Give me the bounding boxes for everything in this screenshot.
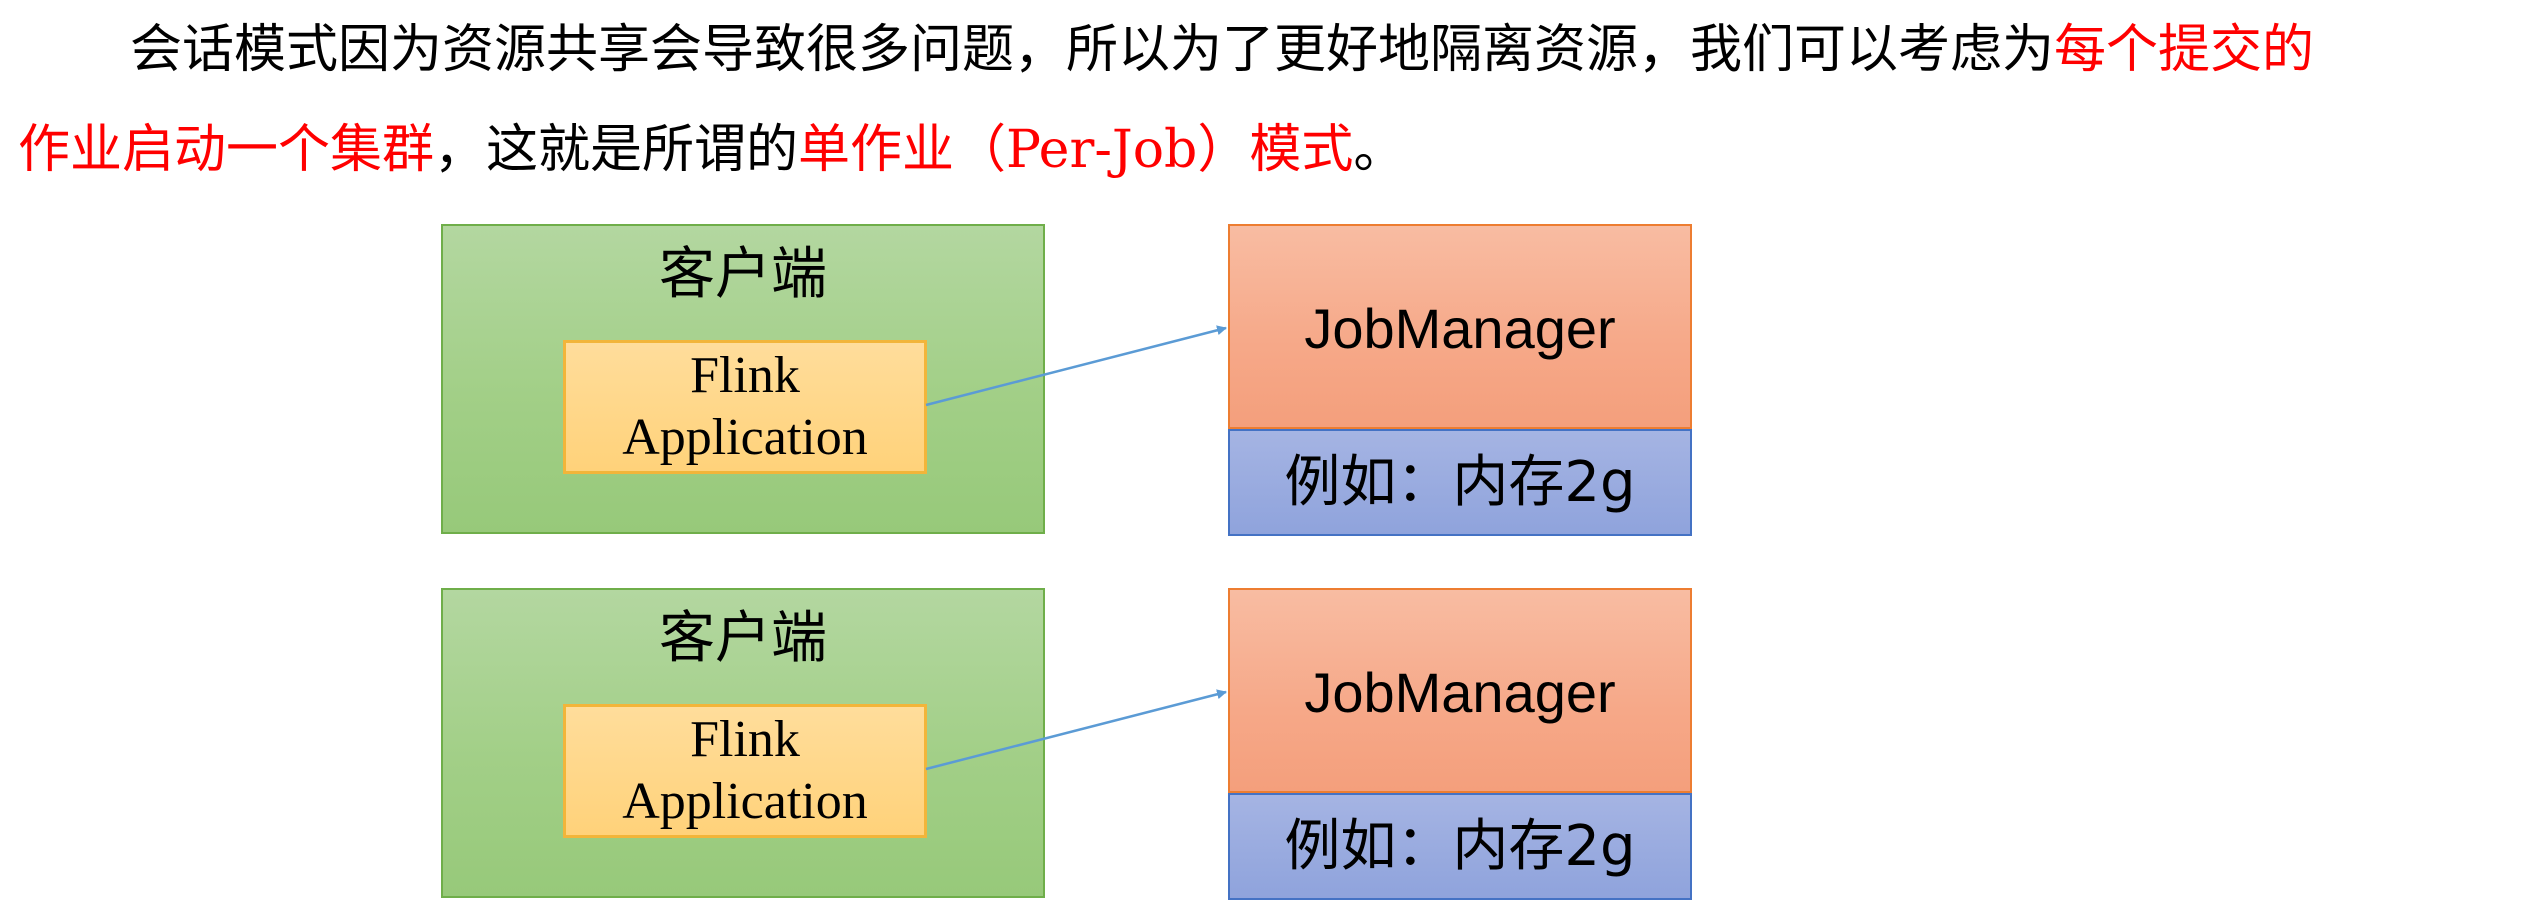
jobmanager-box: JobManager (1228, 224, 1692, 429)
paragraph-highlight: 单作业（Per-Job）模式 (798, 120, 1354, 180)
paragraph-highlight: 每个提交的 (2054, 20, 2315, 80)
memory-box: 例如：内存2g (1228, 793, 1692, 900)
intro-paragraph: 会话模式因为资源共享会导致很多问题，所以为了更好地隔离资源，我们可以考虑为每个提… (18, 0, 2518, 200)
app-label-line1: Flink (690, 711, 800, 768)
memory-box: 例如：内存2g (1228, 429, 1692, 536)
client-label: 客户端 (659, 606, 827, 671)
jobmanager-box: JobManager (1228, 588, 1692, 793)
app-label-line2: Application (622, 773, 868, 830)
client-label: 客户端 (659, 242, 827, 307)
submit-arrow (925, 325, 1227, 407)
flink-application-box: Flink Application (563, 704, 927, 838)
jobmanager-group: JobManager 例如：内存2g (1228, 588, 1692, 900)
paragraph-line-2: 作业启动一个集群，这就是所谓的单作业（Per-Job）模式。 (18, 100, 2518, 200)
app-label-line1: Flink (690, 347, 800, 404)
jobmanager-group: JobManager 例如：内存2g (1228, 224, 1692, 536)
paragraph-highlight: 作业启动一个集群 (18, 120, 435, 180)
paragraph-text: 。 (1353, 120, 1406, 180)
client-box: 客户端 Flink Application (441, 224, 1045, 534)
paragraph-line-1: 会话模式因为资源共享会导致很多问题，所以为了更好地隔离资源，我们可以考虑为每个提… (18, 0, 2518, 100)
submit-arrow (925, 689, 1227, 771)
app-label-line2: Application (622, 409, 868, 466)
client-box: 客户端 Flink Application (441, 588, 1045, 898)
paragraph-text: 会话模式因为资源共享会导致很多问题，所以为了更好地隔离资源，我们可以考虑为 (130, 20, 2055, 80)
flink-application-box: Flink Application (563, 340, 927, 474)
paragraph-text: ，这就是所谓的 (434, 120, 799, 180)
